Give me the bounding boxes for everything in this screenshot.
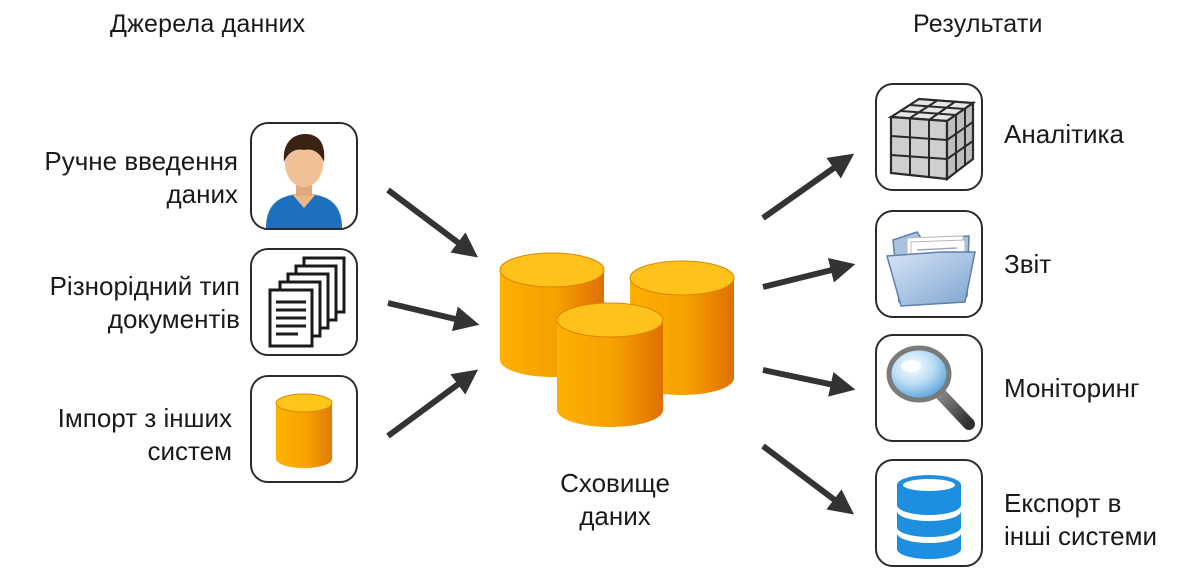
source-box-person bbox=[250, 122, 358, 230]
database-cluster-icon bbox=[499, 252, 735, 427]
result-label-report: Звіт bbox=[1004, 249, 1052, 279]
stack-database-icon bbox=[897, 475, 961, 559]
arrow-documents-to-storage bbox=[387, 300, 480, 332]
sources-heading: Джерела данних bbox=[110, 10, 306, 38]
arrow-storage-to-export bbox=[761, 443, 855, 515]
magnifier-icon bbox=[886, 345, 975, 430]
folder-icon bbox=[886, 231, 976, 307]
result-label-analytics: Аналітика bbox=[1004, 119, 1124, 149]
arrow-storage-to-monitoring bbox=[762, 367, 856, 397]
result-label-monitoring: Моніторинг bbox=[1004, 373, 1140, 403]
person-icon bbox=[266, 134, 342, 228]
source-box-database bbox=[250, 375, 358, 483]
arrow-storage-to-analytics bbox=[761, 153, 855, 221]
result-box-analytics bbox=[875, 83, 983, 191]
source-box-documents bbox=[250, 248, 358, 356]
result-box-report bbox=[875, 210, 983, 318]
results-heading: Результати bbox=[913, 10, 1043, 38]
result-box-monitoring bbox=[875, 334, 983, 442]
arrow-manual-to-storage bbox=[386, 187, 479, 258]
database-icon bbox=[275, 393, 333, 468]
documents-icon bbox=[268, 256, 346, 348]
arrow-import-to-storage bbox=[386, 369, 479, 439]
cube-icon bbox=[887, 97, 977, 182]
result-box-export bbox=[875, 459, 983, 567]
arrow-storage-to-report bbox=[762, 257, 856, 290]
